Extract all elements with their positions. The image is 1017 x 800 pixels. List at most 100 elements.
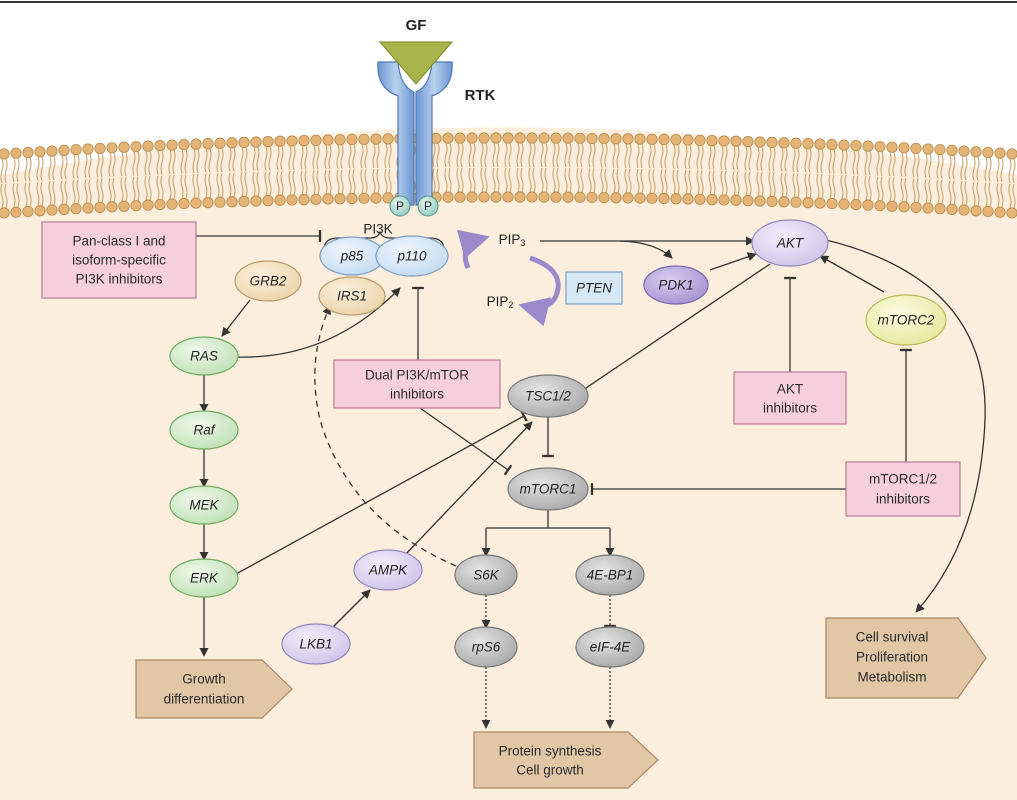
lipid-head [274, 135, 286, 147]
lipid-head [178, 197, 190, 210]
lipid-tail [520, 142, 524, 168]
edge-ras-p110 [235, 287, 401, 358]
lipid-tail [112, 177, 116, 202]
lipid-tail [360, 144, 364, 169]
lipid-tail [936, 154, 940, 179]
lipid-tail [984, 157, 988, 182]
svg-text:AKT: AKT [777, 382, 803, 397]
lipid-tail [660, 169, 664, 194]
svg-text:IRS1: IRS1 [337, 289, 367, 304]
lipid-tail [588, 168, 592, 193]
lipid-head [22, 205, 34, 218]
lipid-tail [492, 167, 496, 193]
lipid-tail [760, 146, 764, 172]
node-mtorc2: mTORC2 [865, 294, 947, 346]
lipid-head [202, 197, 214, 209]
lipid-head [910, 201, 922, 214]
lipid-tail [240, 172, 244, 197]
akt-inhibitors-box: AKT inhibitors [733, 371, 847, 425]
lipid-tail [928, 178, 932, 204]
lipid-tail [0, 183, 4, 209]
lipid-tail [252, 171, 256, 197]
lipid-tail [924, 178, 928, 204]
lipid-tail [780, 172, 784, 197]
node-p85: p85 [319, 236, 385, 276]
svg-text:S6K: S6K [473, 568, 500, 583]
lipid-head [478, 191, 490, 203]
lipid-tail [220, 173, 224, 198]
svg-text:p85: p85 [340, 249, 364, 264]
lipid-tail [444, 143, 448, 168]
lipid-tail [132, 176, 136, 201]
svg-text:Cell survival: Cell survival [856, 630, 929, 645]
svg-text:Growth: Growth [182, 672, 226, 687]
lipid-head [982, 205, 994, 218]
lipid-head [970, 205, 982, 217]
edge-pdk1-akt [709, 252, 757, 271]
lipid-tail [976, 156, 980, 181]
lipid-tail [12, 183, 16, 208]
lipid-tail [184, 174, 188, 199]
lipid-tail [724, 145, 728, 171]
lipid-head [526, 191, 538, 203]
svg-text:GRB2: GRB2 [250, 274, 287, 289]
lipid-head [790, 137, 802, 149]
lipid-tail [816, 148, 820, 174]
lipid-head [742, 136, 754, 148]
lipid-tail [948, 155, 952, 180]
lipid-tail [996, 183, 1000, 208]
lipid-head [838, 198, 850, 210]
pi3k-inhibitors-box: Pan-class I and isoform-specific PI3K in… [41, 221, 197, 299]
lipid-head [958, 204, 970, 216]
lipid-tail [244, 172, 248, 197]
lipid-head [82, 202, 94, 214]
lipid-tail [240, 147, 244, 172]
lipid-head [934, 144, 946, 156]
lipid-tail [624, 143, 628, 169]
lipid-tail [16, 183, 20, 208]
lipid-head [718, 194, 730, 206]
lipid-tail [436, 168, 440, 193]
svg-text:MEK: MEK [189, 498, 219, 513]
node-grb2: GRB2 [234, 260, 302, 302]
lipid-tail [60, 155, 64, 180]
lipid-tail [120, 177, 124, 202]
lipid-tail [0, 158, 4, 184]
lipid-tail [916, 178, 920, 203]
svg-text:Dual PI3K/mTOR: Dual PI3K/mTOR [365, 368, 469, 383]
lipid-tail [1008, 183, 1012, 209]
lipid-tail [48, 155, 52, 181]
lipid-tail [960, 155, 964, 181]
svg-text:Cell growth: Cell growth [516, 763, 584, 778]
connectors [196, 230, 986, 729]
lipid-tail [304, 145, 308, 170]
svg-text:PTEN: PTEN [576, 281, 612, 296]
lipid-tail [756, 146, 760, 172]
lipid-tail [144, 150, 148, 176]
lipid-tail [216, 173, 220, 198]
lipid-tail [448, 168, 452, 193]
lipid-tail [352, 144, 356, 169]
lipid-head [682, 193, 694, 205]
lipid-head [262, 136, 274, 148]
lipid-tail [988, 157, 992, 182]
lipid-tail [696, 145, 700, 170]
lipid-tail [196, 173, 200, 199]
lipid-tail [388, 168, 392, 194]
lipid-tail [124, 152, 128, 177]
pip-cycle [456, 229, 561, 327]
lipid-tail [88, 178, 92, 204]
lipid-tail [628, 143, 632, 169]
lipid-head [250, 195, 262, 207]
lipid-head [490, 191, 502, 203]
lipid-tail [624, 168, 628, 194]
node-ampk: AMPK [353, 549, 423, 591]
lipid-tail [604, 143, 608, 168]
lipid-tail [964, 180, 968, 206]
lipid-tail [96, 178, 100, 203]
lipid-tail [808, 148, 812, 173]
lipid-head [586, 191, 598, 204]
lipid-head [958, 145, 970, 157]
lipid-head [226, 137, 238, 149]
lipid-tail [504, 142, 508, 168]
